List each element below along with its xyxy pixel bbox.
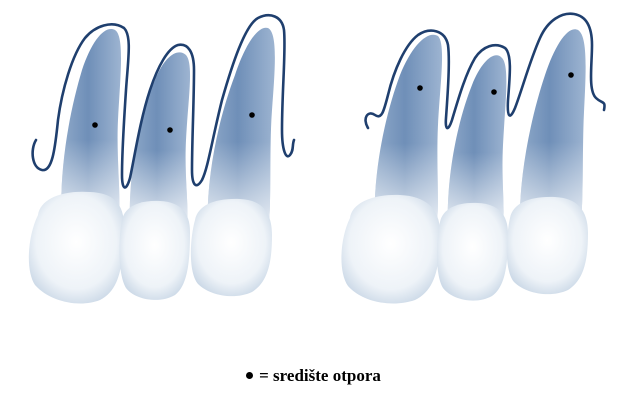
center-of-resistance-marker bbox=[417, 85, 423, 91]
legend: = središte otpora bbox=[0, 366, 627, 386]
legend-label: = središte otpora bbox=[259, 366, 381, 385]
tooth-crown bbox=[119, 201, 190, 300]
center-of-resistance-marker bbox=[491, 89, 497, 95]
left-tooth-1 bbox=[29, 29, 124, 303]
tooth-crown bbox=[437, 203, 508, 301]
tooth-crown bbox=[191, 199, 272, 296]
center-of-resistance-marker bbox=[167, 127, 173, 133]
center-of-resistance-marker bbox=[249, 112, 255, 118]
tooth-crown bbox=[29, 192, 124, 304]
center-of-resistance-marker bbox=[92, 122, 98, 128]
center-of-resistance-marker bbox=[568, 72, 574, 78]
tooth-crown bbox=[507, 197, 588, 294]
right-tooth-group bbox=[341, 14, 604, 304]
left-tooth-group bbox=[29, 15, 294, 303]
tooth-crown bbox=[341, 195, 440, 304]
legend-dot-icon bbox=[246, 372, 253, 379]
right-tooth-1 bbox=[341, 35, 442, 304]
right-tooth-3 bbox=[507, 29, 588, 294]
